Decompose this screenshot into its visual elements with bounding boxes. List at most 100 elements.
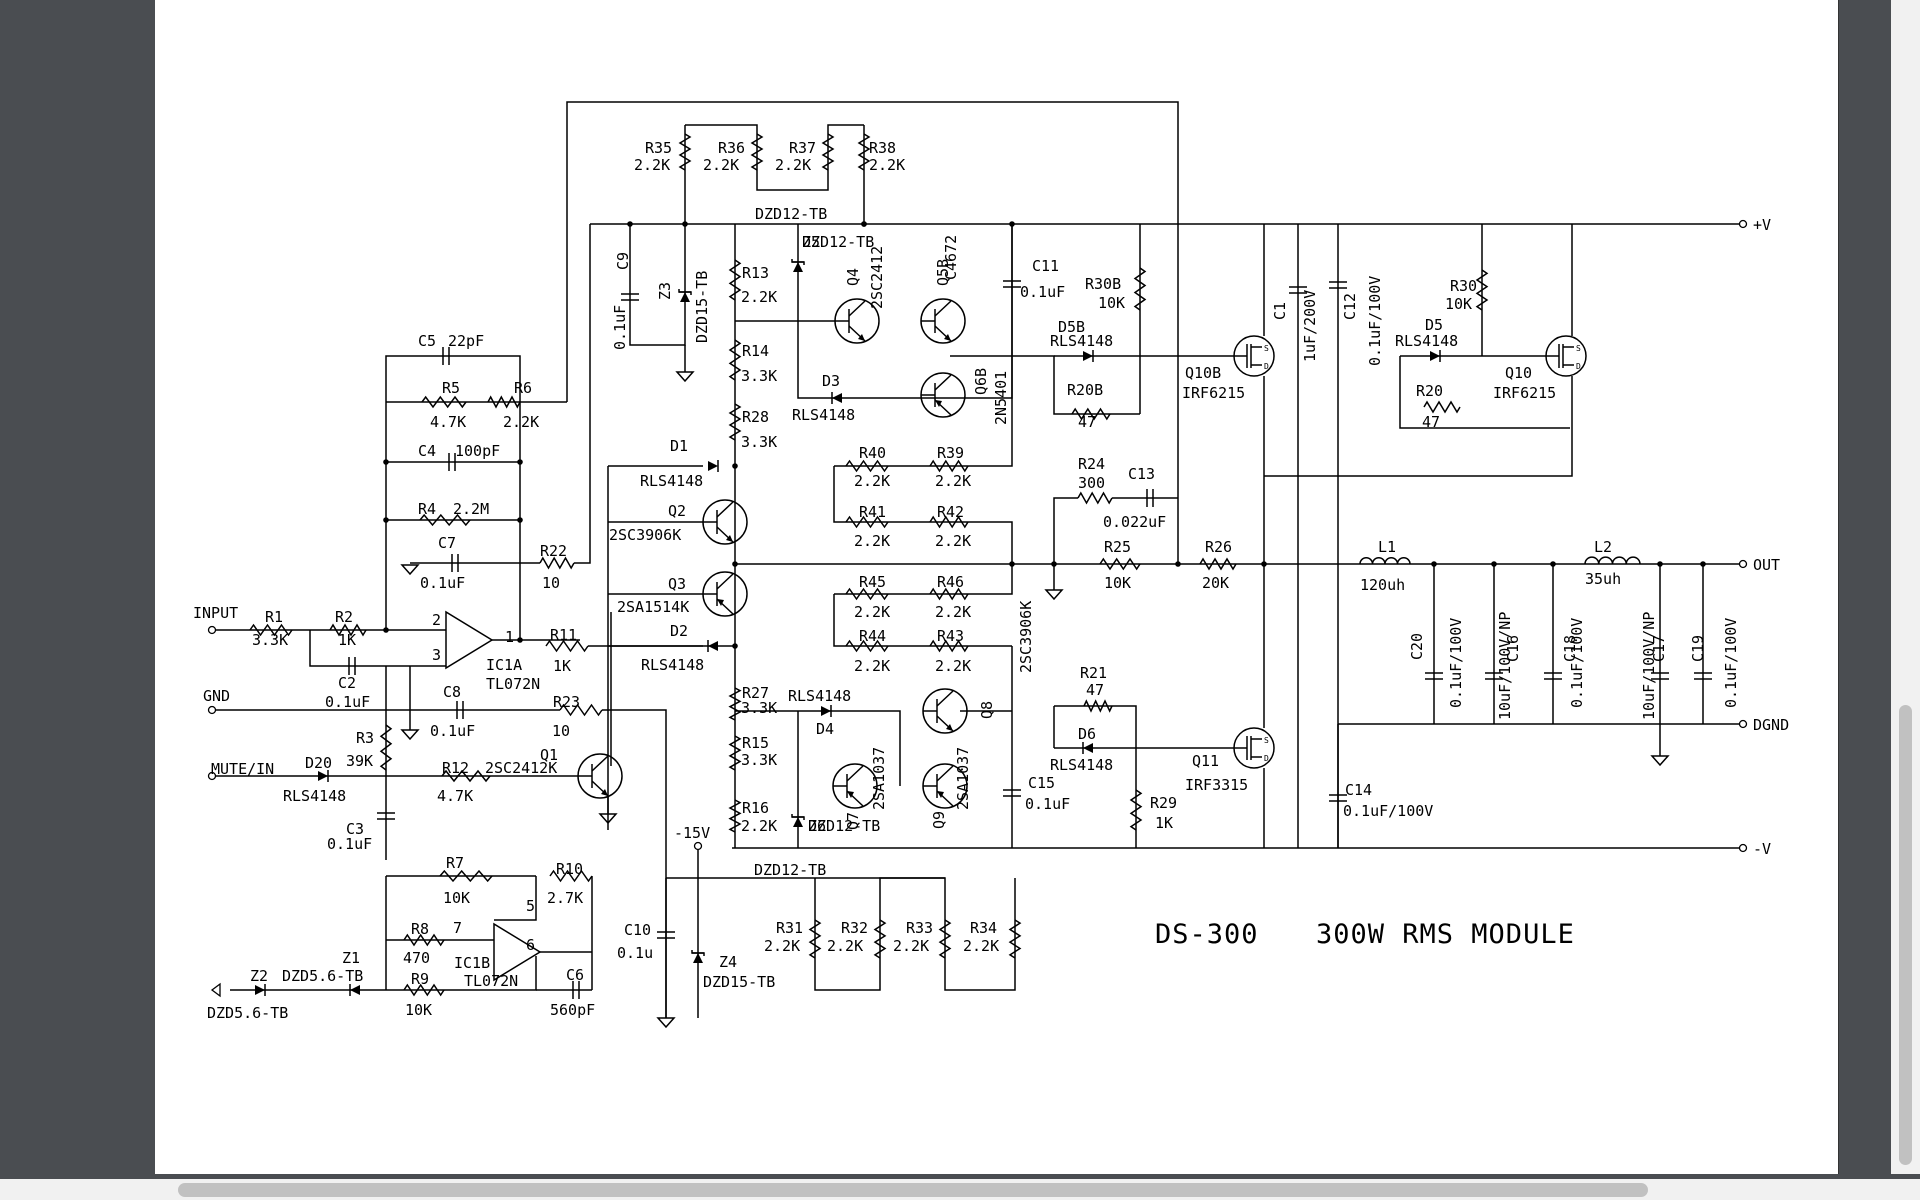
- dzd12-lower-label: DZD12-TB: [754, 861, 826, 879]
- z5-value: DZD12-TB: [802, 233, 874, 251]
- c10-value: 0.1u: [617, 944, 653, 962]
- c7-value: 0.1uF: [420, 574, 465, 592]
- d20-label: D20: [305, 754, 332, 772]
- d2-label: D2: [670, 622, 688, 640]
- vertical-scrollbar-thumb[interactable]: [1899, 705, 1912, 1165]
- r43-label: R43: [937, 627, 964, 645]
- ic1a-pin1: 1: [505, 628, 514, 646]
- r38-label: R38: [869, 139, 896, 157]
- r46-label: R46: [937, 573, 964, 591]
- r36-value: 2.2K: [703, 156, 739, 174]
- ground-gnd: [400, 729, 420, 741]
- r29-resistor: [1129, 789, 1143, 831]
- q11-mosfet: SD: [1233, 727, 1275, 769]
- r45-value: 2.2K: [854, 603, 890, 621]
- c15-capacitor: [1003, 789, 1021, 797]
- r34-resistor: [1008, 919, 1022, 959]
- r7-value: 10K: [443, 889, 470, 907]
- c18-value: 0.1uF/100V: [1568, 618, 1586, 708]
- ic1a-opamp: [445, 610, 494, 670]
- r36-resistor: [750, 133, 764, 171]
- vplus-terminal: [1738, 219, 1748, 229]
- c8-label: C8: [443, 683, 461, 701]
- r39-label: R39: [937, 444, 964, 462]
- q3-value: 2SA1514K: [617, 598, 689, 616]
- r45-resistor: [845, 587, 889, 601]
- labels: +V-VOUTDGNDR352.2KR362.2KR372.2KR382.2KC…: [193, 139, 1789, 1022]
- r14-label: R14: [742, 342, 769, 360]
- c4-capacitor: [448, 453, 456, 471]
- dzd12-upper-label: DZD12-TB: [755, 205, 827, 223]
- r33-resistor: [938, 919, 952, 959]
- d5b-diode: [1083, 350, 1094, 362]
- r15-resistor: [728, 735, 742, 771]
- r13-value: 2.2K: [741, 288, 777, 306]
- c15-value: 0.1uF: [1025, 795, 1070, 813]
- ic1b-pin7: 7: [453, 919, 462, 937]
- r20-label: R20: [1416, 382, 1443, 400]
- z6-zener: [792, 816, 804, 827]
- ground-c10: [656, 1017, 676, 1029]
- r13-label: R13: [742, 264, 769, 282]
- r16-value: 2.2K: [741, 817, 777, 835]
- r10-resistor: [549, 869, 593, 883]
- d3-diode: [831, 392, 842, 404]
- r24-resistor: [1077, 491, 1113, 505]
- d1-diode: [708, 460, 719, 472]
- ic1b-pin5: 5: [526, 897, 535, 915]
- d5b-label: D5B: [1058, 318, 1085, 336]
- horizontal-scrollbar-thumb[interactable]: [178, 1183, 1648, 1197]
- c18-capacitor: [1544, 672, 1562, 680]
- r24-label: R24: [1078, 455, 1105, 473]
- r30-resistor: [1475, 269, 1489, 311]
- r37-resistor: [821, 133, 835, 171]
- r7-resistor: [439, 869, 493, 883]
- r8-label: R8: [411, 920, 429, 938]
- r1-label: R1: [265, 608, 283, 626]
- ground-dgnd: [1650, 755, 1670, 767]
- r5-value: 4.7K: [430, 413, 466, 431]
- c17-label: C17: [1650, 635, 1668, 662]
- r8-resistor: [403, 933, 445, 947]
- r16-label: R16: [742, 799, 769, 817]
- ground-q1: [598, 813, 618, 825]
- z4-zener: [692, 952, 704, 963]
- z5-label: Z5: [802, 233, 820, 251]
- r42-value: 2.2K: [935, 532, 971, 550]
- d20-value: RLS4148: [283, 787, 346, 805]
- r44-value: 2.2K: [854, 657, 890, 675]
- r1-resistor: [249, 623, 293, 637]
- c10-label: C10: [624, 921, 651, 939]
- c18-label: C18: [1561, 635, 1579, 662]
- horizontal-scrollbar[interactable]: [0, 1179, 1920, 1200]
- r30-label: R30: [1450, 277, 1477, 295]
- gnd-terminal: [207, 705, 217, 715]
- r35-value: 2.2K: [634, 156, 670, 174]
- r30b-label: R30B: [1085, 275, 1121, 293]
- vertical-scrollbar[interactable]: [1891, 0, 1920, 1174]
- c3-value: 0.1uF: [327, 835, 372, 853]
- model-title: DS-300: [1155, 919, 1259, 950]
- r6-resistor: [487, 395, 521, 409]
- fet-source-pin: S: [1264, 736, 1269, 745]
- r40-label: R40: [859, 444, 886, 462]
- r45-label: R45: [859, 573, 886, 591]
- fet-source-pin: S: [1264, 344, 1269, 353]
- d3-value: RLS4148: [792, 406, 855, 424]
- q10b-mosfet: SD: [1233, 335, 1275, 377]
- z3-label: Z3: [656, 282, 674, 300]
- q5b-value: C4672: [942, 235, 960, 280]
- z1-value: DZD5.6-TB: [282, 967, 363, 985]
- r9-label: R9: [411, 970, 429, 988]
- c20-capacitor: [1425, 672, 1443, 680]
- c14-value: 0.1uF/100V: [1343, 802, 1433, 820]
- schematic-page: [155, 0, 1839, 1174]
- d4-value: RLS4148: [788, 687, 851, 705]
- q2-value: 2SC3906K: [609, 526, 681, 544]
- r32-resistor: [873, 919, 887, 959]
- r21-value: 47: [1086, 681, 1104, 699]
- z3-zener: [679, 291, 691, 302]
- r3-resistor: [379, 724, 393, 771]
- c5-capacitor: [442, 347, 450, 365]
